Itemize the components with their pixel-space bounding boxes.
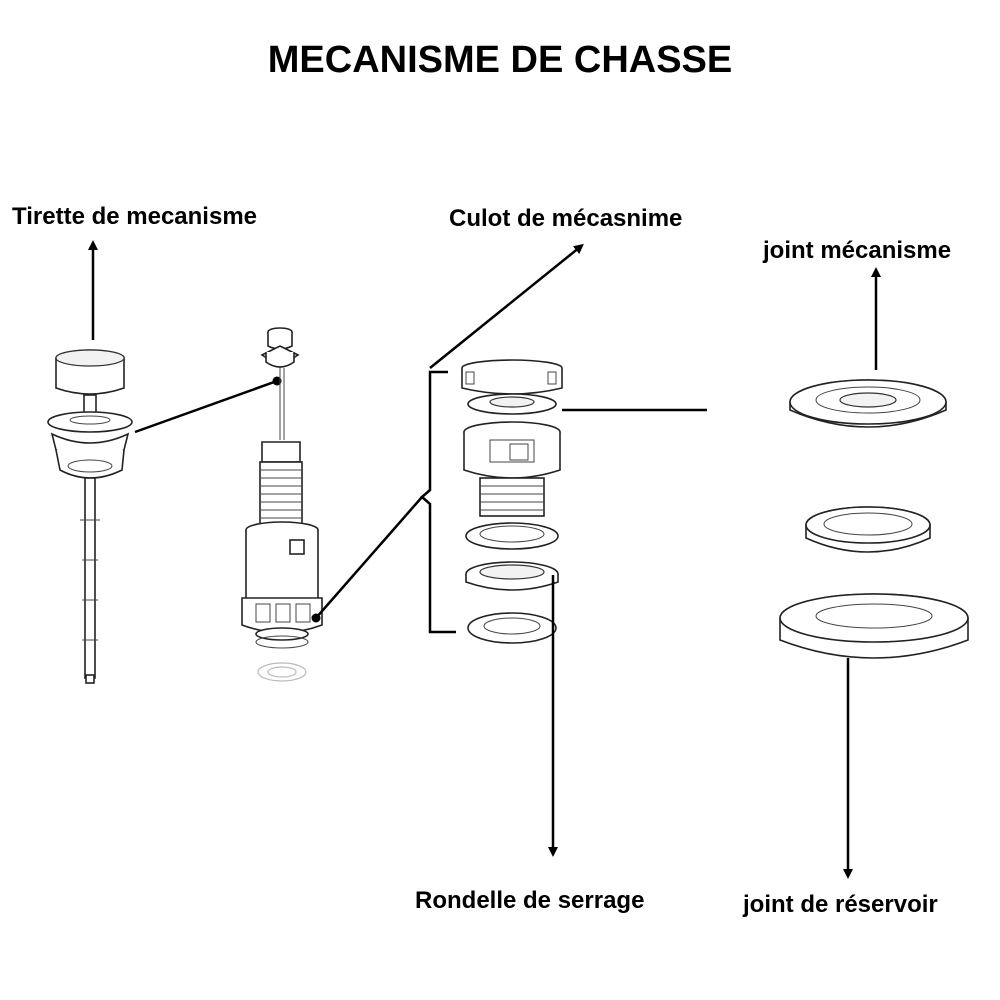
label-rondelle: Rondelle de serrage: [415, 887, 644, 914]
label-tirette: Tirette de mecanisme: [12, 203, 257, 230]
bracket: [420, 370, 456, 634]
label-joint-reservoir: joint de réservoir: [742, 891, 938, 918]
tirette-part: [47, 349, 133, 684]
label-joint-mecanisme: joint mécanisme: [762, 237, 951, 264]
label-culot: Culot de mécasnime: [449, 205, 682, 232]
leader-assembly-bracket: [315, 496, 423, 619]
assembled-mechanism: [241, 327, 323, 682]
culot-exploded: [461, 359, 563, 644]
joint-mecanisme-part: [789, 379, 947, 428]
diagram-title: MECANISME DE CHASSE: [268, 39, 733, 81]
leader-tirette-assembly: [134, 379, 278, 434]
arrow-culot: [429, 243, 584, 369]
leader-dot: [272, 376, 282, 386]
joint-reservoir-part: [779, 593, 969, 659]
joint-intermediaire-part: [805, 506, 931, 553]
